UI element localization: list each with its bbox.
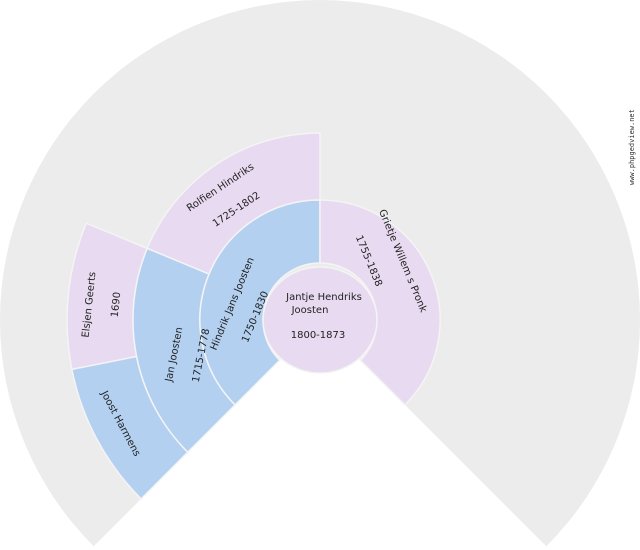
great-grandmother-dates: 1690	[110, 292, 124, 318]
root-name-line1: Jantje Hendriks	[285, 292, 362, 303]
root-dates: 1800-1873	[291, 330, 346, 341]
segment-root-jantje-hendriks-joosten[interactable]	[262, 266, 378, 374]
segment-grietje-willems-pronk[interactable]	[319, 199, 441, 406]
root-name-line2: Joosten	[291, 305, 329, 316]
watermark-link[interactable]: www.phpgedview.net	[628, 109, 636, 185]
segment-hindrik-jans-joosten[interactable]	[199, 199, 321, 406]
